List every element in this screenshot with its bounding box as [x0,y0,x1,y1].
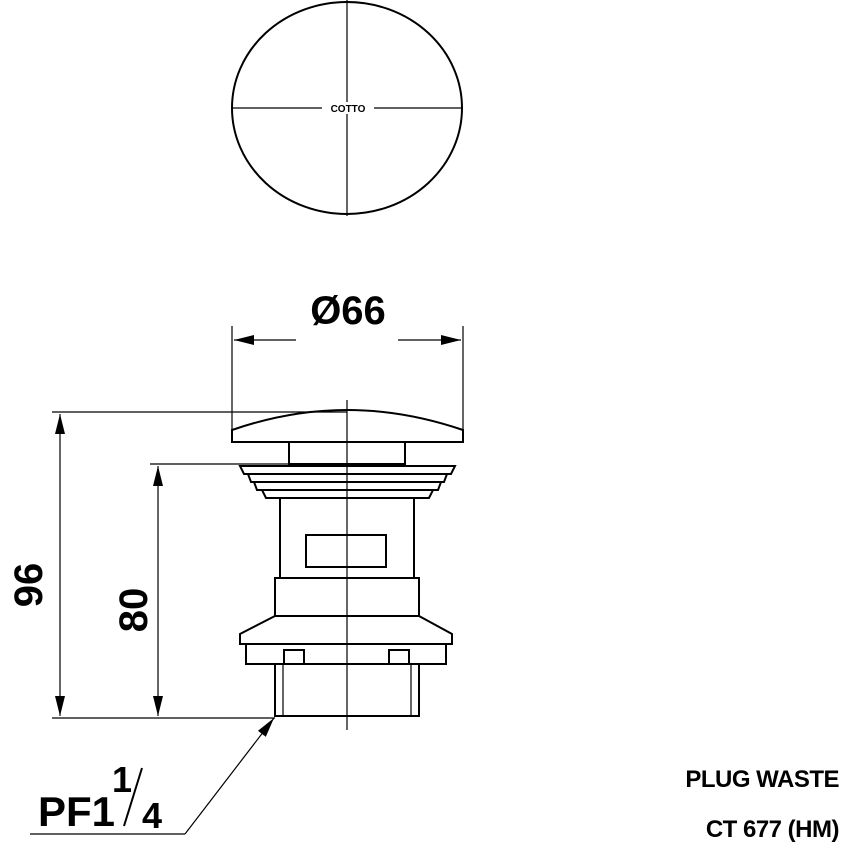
thread-leader [184,717,275,835]
body-height-label: 80 [112,588,156,633]
title-product-name: PLUG WASTE [685,766,839,793]
logo-text: COTTO [331,104,366,115]
thread-callout: PF1 1 4 [30,717,275,836]
overall-height-dimension: 96 [7,411,347,719]
diameter-dimension: Ø66 [231,289,464,442]
body-height-dimension: 80 [112,463,300,716]
bottom-flange [239,615,453,645]
overall-height-label: 96 [7,563,51,608]
top-flange [238,465,457,475]
top-view: COTTO [231,0,463,216]
logo-backdrop [322,102,374,114]
thread-label-main: PF1 [38,788,115,835]
diameter-label: Ø66 [310,289,386,333]
thread-label-numerator: 1 [112,759,132,800]
thread-label-denominator: 4 [142,795,162,836]
overflow-slot [305,534,387,568]
title-model-number: CT 677 (HM) [705,816,840,843]
side-view [231,400,464,730]
